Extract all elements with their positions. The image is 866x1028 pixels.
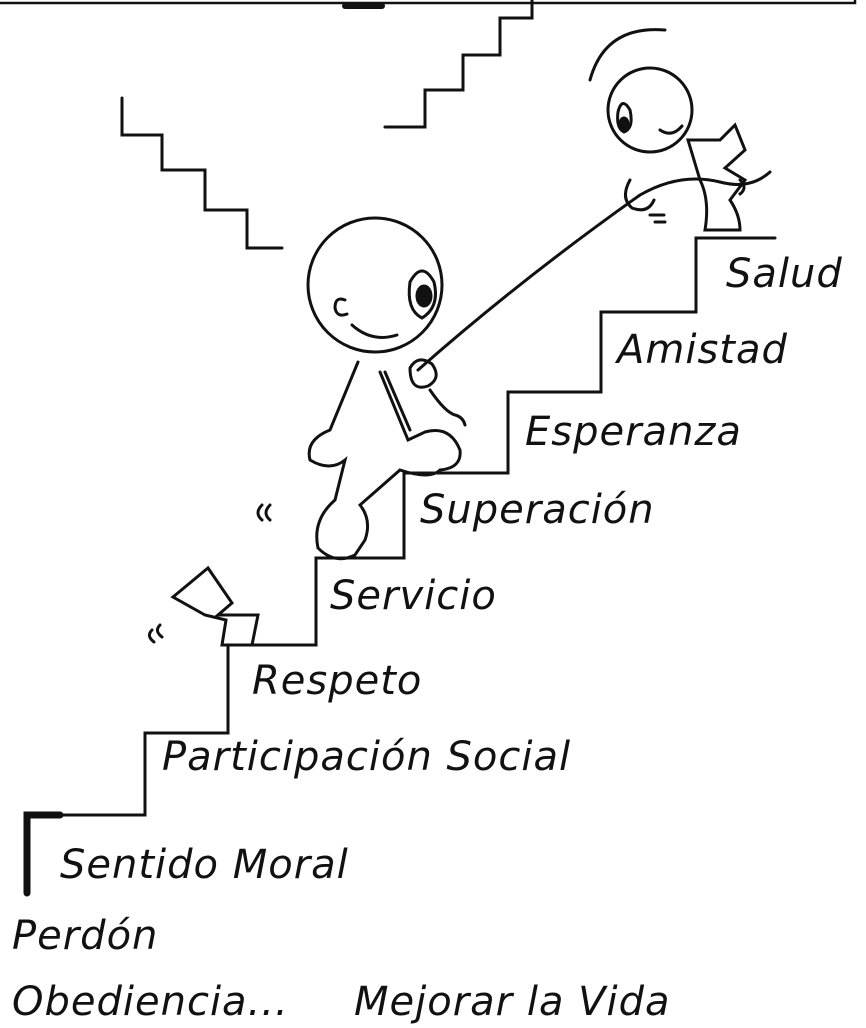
label-perdon: Perdón <box>12 913 159 959</box>
label-superacion: Superación <box>420 487 655 533</box>
helper-hands <box>624 178 746 212</box>
rope-dangle <box>428 388 467 427</box>
helper-halo <box>588 28 667 82</box>
label-salud: Salud <box>726 251 843 297</box>
main-staircase <box>25 236 777 895</box>
helper-head <box>606 66 694 154</box>
climber-pupil <box>415 284 433 308</box>
climber-smile <box>350 323 399 339</box>
hourglass-motion-lines <box>147 623 164 644</box>
climber-body <box>307 360 462 561</box>
label-amistad: Amistad <box>617 327 788 373</box>
label-esperanza: Esperanza <box>525 409 742 455</box>
climber-arm <box>383 370 412 432</box>
rope <box>416 170 772 372</box>
label-obediencia: Obediencia... <box>12 979 289 1025</box>
climber-motion-lines <box>256 503 272 522</box>
label-mejorar-la-vida: Mejorar la Vida <box>354 979 671 1025</box>
climber-head <box>306 216 444 354</box>
label-participacion-social: Participación Social <box>162 734 572 780</box>
climber-eye-outline <box>407 269 437 320</box>
top-frame-line <box>0 0 857 5</box>
hourglass <box>170 565 260 647</box>
label-sentido-moral: Sentido Moral <box>60 842 349 888</box>
background-staircase-right <box>383 0 534 129</box>
helper-motion-lines <box>648 213 667 224</box>
stair-base-thick <box>23 811 64 897</box>
background-staircase-left <box>120 96 284 250</box>
helper-smile <box>658 124 684 135</box>
helper-pupil <box>618 116 630 132</box>
label-servicio: Servicio <box>330 573 497 619</box>
helper-body <box>685 122 748 232</box>
climber-ear <box>333 297 349 317</box>
helper-eye <box>616 102 633 134</box>
label-respeto: Respeto <box>252 658 423 704</box>
rope-hand-end <box>408 358 438 389</box>
